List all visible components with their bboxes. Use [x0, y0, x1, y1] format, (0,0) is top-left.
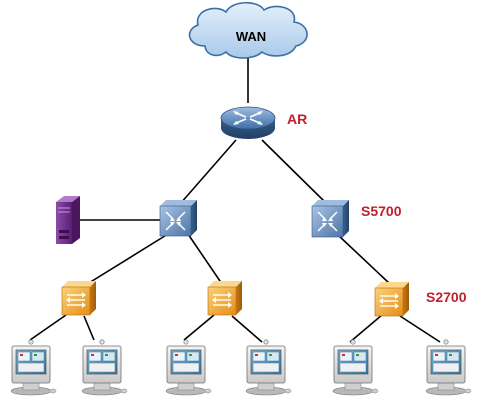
access-switch-label: S2700: [426, 289, 467, 305]
link-access-2-pc-4: [231, 315, 263, 343]
link-access-2-pc-3: [183, 314, 215, 341]
wan-cloud-icon: [188, 1, 308, 59]
pc-icon: [81, 339, 128, 396]
link-access-1-pc-2: [83, 315, 95, 341]
pc-icon: [10, 339, 57, 396]
wan-label: WAN: [236, 29, 266, 44]
pc-icon: [332, 339, 379, 396]
link-access-1-pc-1: [29, 314, 67, 341]
link-core-left-access-2: [187, 233, 223, 285]
pc-icon: [425, 339, 472, 396]
link-access-3-pc-6: [399, 315, 441, 343]
access-switch-icon: [207, 281, 242, 316]
access-switch-icon: [374, 282, 409, 317]
link-router-core-right: [261, 139, 327, 204]
pc-icon: [165, 339, 212, 396]
link-core-left-access-1: [83, 233, 169, 287]
link-core-right-access-3: [337, 234, 391, 285]
core-switch-icon: [159, 200, 197, 237]
network-links: [29, 58, 441, 343]
link-access-3-pc-5: [349, 314, 383, 343]
access-switch-icon: [61, 281, 96, 316]
link-router-core-left: [179, 139, 237, 205]
server-icon: [56, 196, 80, 244]
router-icon: [220, 106, 276, 139]
core-switch-icon: [311, 200, 349, 238]
router-label: AR: [287, 111, 307, 127]
core-switch-label: S5700: [361, 203, 402, 219]
pc-icon: [245, 339, 292, 396]
